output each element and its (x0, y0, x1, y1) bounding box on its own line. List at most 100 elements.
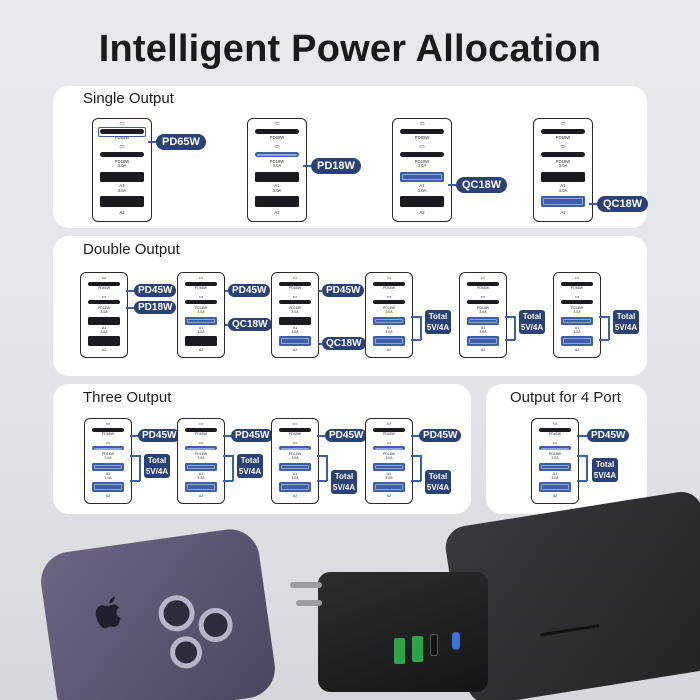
connector-line (223, 435, 231, 437)
usb-c-port (467, 281, 499, 286)
total-value: 5V/4A (426, 483, 450, 492)
usb-c-port (279, 446, 311, 451)
usb-c-port (185, 281, 217, 286)
port-label: A2 (105, 493, 111, 498)
usb-c-port (92, 446, 124, 451)
total-value: 5V/4A (593, 471, 617, 480)
connector-line (411, 455, 421, 457)
usb-c-port (100, 152, 144, 157)
usb-c-icon: ▭ (292, 421, 298, 427)
port-label: A2 (552, 493, 558, 498)
usb-c-icon: ▭ (292, 275, 298, 281)
port-label: PD65W (414, 135, 430, 141)
port-label: PD65W (555, 135, 571, 141)
usb-c-port (541, 129, 585, 135)
port-label: 3.0A (117, 163, 127, 169)
total-label: Total (522, 312, 542, 321)
power-tag: PD18W (311, 158, 361, 174)
power-tag: PD45W (138, 429, 181, 442)
total-label: Total (147, 456, 167, 465)
port-label: PD65W (194, 286, 208, 291)
port-label: PD18W (114, 158, 130, 164)
four-port-title: Output for 4 Port (510, 389, 621, 406)
port-label: PD65W (548, 432, 562, 437)
apple-logo-icon (91, 593, 126, 633)
usb-a-port (185, 336, 217, 346)
power-tag: QC18W (228, 318, 272, 331)
port-label: A2 (480, 347, 486, 352)
connector-line (130, 480, 140, 482)
port-label: 3.0A (385, 329, 393, 334)
port-label: PD65W (288, 286, 302, 291)
connector-line (411, 435, 419, 437)
port-label: PD18W (194, 305, 208, 310)
connector-line (505, 339, 515, 341)
total-label: Total (616, 312, 636, 321)
usb-a-port (467, 336, 499, 346)
port-label: A1 (198, 471, 204, 476)
connector-line (411, 316, 421, 318)
total-label: Total (428, 312, 448, 321)
usb-c-port (373, 427, 405, 432)
usb-c-icon: ▭ (386, 440, 392, 446)
usb-c-icon: ▭ (386, 294, 392, 300)
port-label: PD65W (114, 135, 130, 141)
usb-c-port (467, 300, 499, 305)
port-highlight (98, 126, 146, 137)
port-label: 3.0A (385, 309, 393, 314)
port-label: A1 (292, 325, 298, 330)
port-label: 3.0A (117, 187, 127, 193)
usb-a-port (539, 462, 571, 472)
power-tag: PD45W (419, 429, 462, 442)
usb-a-port (255, 195, 299, 207)
usb-a-port (279, 462, 311, 472)
port-label: PD18W (288, 451, 302, 456)
port-label: 3.0A (573, 309, 581, 314)
connector-line (599, 316, 609, 318)
port-label: PD18W (101, 451, 115, 456)
connector-line (319, 290, 323, 292)
usb-a-port (561, 316, 593, 326)
total-value: 5V/4A (238, 467, 262, 476)
port-label: PD65W (269, 135, 285, 141)
connector-line (319, 343, 323, 345)
port-label: 3.0A (272, 163, 282, 169)
port-label: A2 (101, 347, 107, 352)
port-label: A2 (198, 493, 204, 498)
total-value: 5V/4A (145, 467, 169, 476)
usb-c-icon: ▭ (274, 143, 280, 150)
connector-line (317, 480, 327, 482)
port-label: 3.0A (551, 475, 559, 480)
port-label: PD65W (288, 432, 302, 437)
port-label: 3.0A (385, 475, 393, 480)
power-tag: PD45W (325, 429, 368, 442)
connector-line (586, 455, 588, 481)
connector-line (317, 455, 327, 457)
port-label: A1 (386, 325, 392, 330)
connector-line (577, 480, 587, 482)
port-label: PD18W (570, 305, 584, 310)
port-label: 3.0A (197, 455, 205, 460)
total-label: Total (240, 456, 260, 465)
connector-line (225, 324, 229, 326)
usb-c-icon: ▭ (105, 440, 111, 446)
usb-a-port (279, 482, 311, 492)
connector-line (608, 316, 610, 340)
charger-image (290, 572, 488, 692)
usb-a-port (88, 316, 120, 326)
total-value: 5V/4A (520, 323, 544, 332)
usb-a-port (279, 316, 311, 326)
port-label: A1 (574, 325, 580, 330)
port-label: A2 (419, 209, 425, 215)
usb-a-port (539, 482, 571, 492)
usb-c-icon: ▭ (574, 275, 580, 281)
